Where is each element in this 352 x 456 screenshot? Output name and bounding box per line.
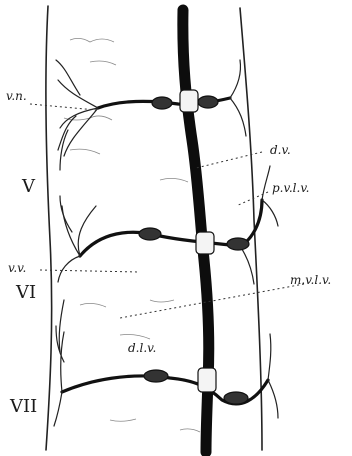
node-middle-center — [196, 232, 214, 254]
body-outline-left — [46, 6, 52, 450]
node-upper-right — [198, 96, 218, 108]
node-upper-left — [152, 97, 172, 109]
label-dv: d.v. — [270, 144, 291, 156]
segment-label-v: V — [22, 178, 35, 196]
label-pvlv: p.v.l.v. — [272, 182, 310, 194]
segment-label-vi: VI — [16, 284, 36, 302]
label-dlv: d.l.v. — [128, 342, 156, 354]
body-outline-right — [240, 8, 262, 450]
node-middle-left — [139, 228, 161, 240]
leader-vn — [30, 104, 96, 110]
node-upper-center — [180, 90, 198, 112]
node-middle-right — [227, 238, 249, 250]
left-branches — [54, 60, 98, 426]
segment-label-vii: VII — [10, 398, 37, 416]
leader-lines — [30, 104, 304, 318]
node-lower-center — [198, 368, 216, 392]
label-mvlv: m.v.l.v. — [290, 274, 331, 286]
label-vv: v.v. — [8, 262, 26, 274]
node-lower-left — [144, 370, 168, 382]
leader-vv — [40, 270, 140, 272]
node-lower-right — [224, 392, 248, 404]
label-vn: v.n. — [6, 90, 27, 102]
